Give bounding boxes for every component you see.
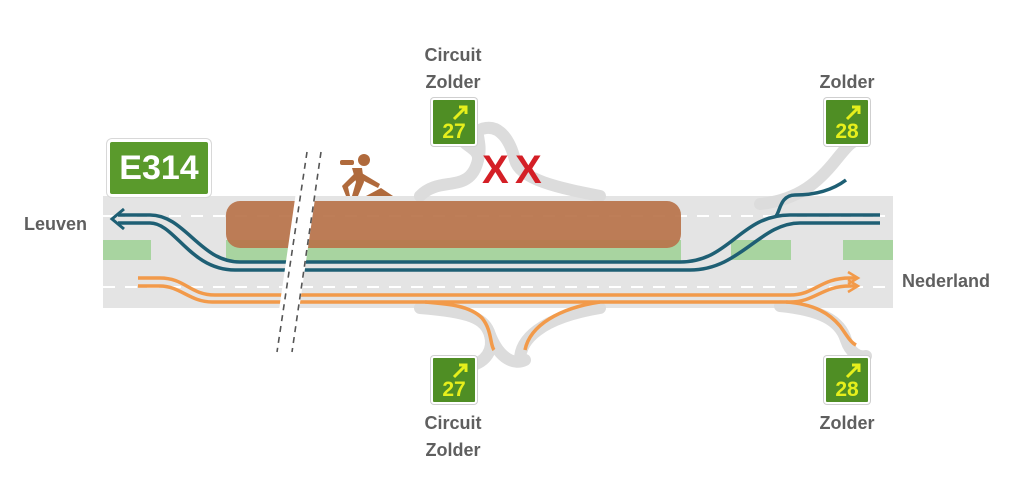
median-strip: [843, 240, 893, 260]
roadworker-icon: [340, 154, 393, 196]
exit-number: 27: [442, 120, 466, 143]
exit-sign: 28: [824, 356, 870, 404]
westbound-lanes: [109, 178, 880, 272]
exit-number: 28: [835, 378, 859, 401]
exit-name-line2: Zolder: [425, 72, 481, 92]
highway-shield: E314: [107, 139, 211, 197]
exit-arrow-icon: [845, 105, 861, 121]
exit-name-line2: Zolder: [425, 440, 481, 460]
closed-ramp-mark: X: [515, 148, 542, 192]
exit-name-line1: Zolder: [819, 72, 875, 92]
worksite-zone: [226, 201, 681, 248]
median-strip: [731, 240, 791, 260]
exit-arrow-icon: [452, 363, 468, 379]
exit-sign: 27: [431, 98, 477, 146]
exit-arrow-icon: [452, 105, 468, 121]
exit-number: 27: [442, 378, 466, 401]
direction-east-label: Nederland: [902, 271, 991, 291]
exit-arrow-icon: [845, 363, 861, 379]
exit-sign: 28: [824, 98, 870, 146]
exit-sign: 27: [431, 356, 477, 404]
direction-west-label: Leuven: [24, 214, 88, 234]
road-break-icon: [273, 150, 322, 353]
eastbound-lanes: [138, 270, 861, 352]
exit-number: 28: [835, 120, 859, 143]
exit-name-line1: Circuit: [424, 45, 482, 65]
exit-name-line1: Circuit: [424, 413, 482, 433]
exit-name-line1: Zolder: [819, 413, 875, 433]
median-strip: [103, 240, 151, 260]
closed-ramp-mark: X: [482, 148, 509, 192]
